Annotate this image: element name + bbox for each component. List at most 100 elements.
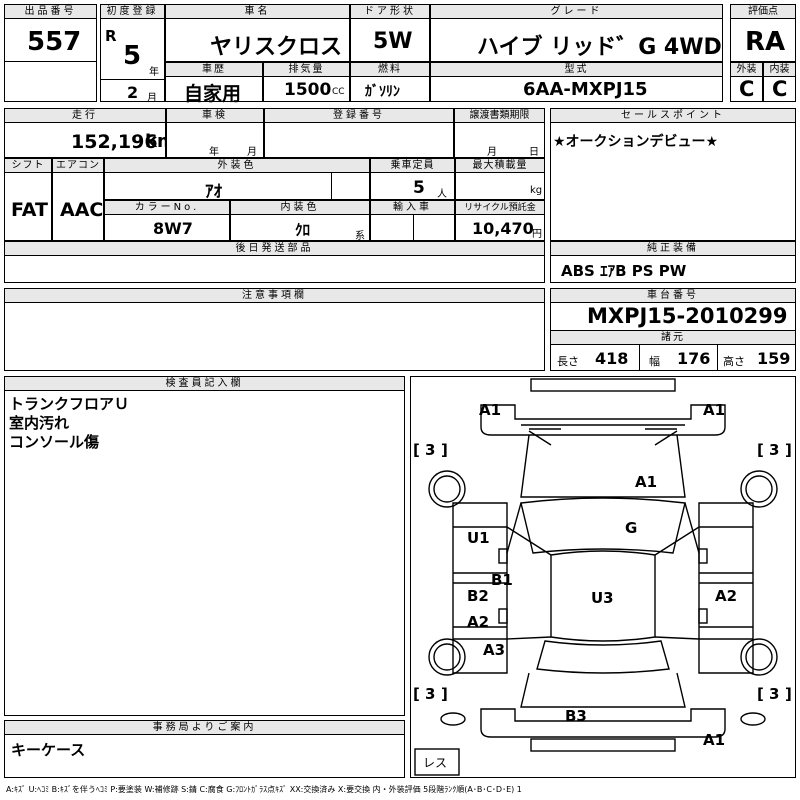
max-load-box: 最大積載量 kg — [455, 158, 545, 200]
mileage-box: 走行 152,196 km — [4, 108, 176, 158]
interior-color-unit: 系 — [355, 231, 365, 242]
grade-value: ハイブ リッド゛G 4WD — [477, 35, 722, 60]
genuine-equipment-label: 純正装備 — [551, 242, 795, 256]
aircon-box: エアコン AAC — [52, 158, 104, 241]
first-reg-month-unit: 月 — [147, 93, 157, 104]
later-parts-box: 後日発送部品 — [4, 241, 545, 283]
first-reg-year: 5 — [123, 41, 142, 71]
first-reg-month: 2 — [127, 83, 139, 102]
shift-value: FAT — [11, 199, 48, 221]
displacement-unit: CC — [332, 87, 345, 97]
car-diagram: A1 A1 A1 G U1 B1 B2 A2 A3 U3 A2 B3 A1 [ … — [413, 378, 792, 776]
damage-diagram-box: A1 A1 A1 G U1 B1 B2 A2 A3 U3 A2 B3 A1 [ … — [410, 376, 796, 778]
mark-front-right: A1 — [703, 401, 725, 419]
displacement-box: 1500 CC — [263, 76, 350, 102]
office-notice-label: 事務局よりご案内 — [5, 721, 404, 735]
lot-number-label: 出品番号 — [5, 5, 96, 19]
genuine-equipment-box: 純正装備 ABS ｴｱB PS PW — [550, 241, 796, 283]
model-value: 6AA-MXPJ15 — [523, 79, 648, 100]
tire-rr-value: 3 — [769, 685, 779, 703]
mark-hood: A1 — [635, 473, 657, 491]
grade-label: グレード — [431, 5, 722, 19]
mark-left-rear-door-1: B2 — [467, 587, 489, 605]
tire-bracket-rr-close: ] — [785, 685, 792, 703]
transfer-deadline-label: 譲渡書類期限 — [455, 109, 544, 123]
interior-color-label: 内装色 — [231, 201, 369, 215]
exterior-color-box: 外装色 ｱｵ — [104, 158, 370, 202]
spec-width-label: 幅 — [649, 355, 660, 368]
exterior-box: C — [730, 76, 763, 102]
tire-bracket-rl-open: [ — [413, 685, 420, 703]
tire-bracket-fr-close: ] — [785, 441, 792, 459]
mark-front-left: A1 — [479, 401, 501, 419]
spec-width-value: 176 — [677, 349, 711, 368]
office-notice-box: 事務局よりご案内 キーケース — [4, 720, 405, 778]
model-box: 6AA-MXPJ15 — [430, 76, 723, 102]
exterior-color-label: 外装色 — [105, 159, 369, 173]
first-reg-era: R — [105, 27, 117, 45]
later-parts-label: 後日発送部品 — [5, 242, 544, 256]
interior-color-box: 内装色 ｸﾛ 系 — [230, 200, 370, 242]
inspection-month-unit: 月 — [247, 147, 257, 158]
registration-number-box: 登録番号 — [264, 108, 454, 158]
tire-rl-value: 3 — [425, 685, 435, 703]
interior-label: 内装 — [763, 62, 796, 77]
spec-length-value: 418 — [595, 349, 629, 368]
exterior-label: 外装 — [730, 62, 763, 77]
mark-rear-bumper-upper: B3 — [565, 707, 587, 725]
chassis-number-value: MXPJ15-2010299 — [587, 304, 788, 328]
notes-box: 注意事項欄 — [4, 288, 545, 371]
shift-label: シフト — [5, 159, 51, 173]
capacity-label: 乗車定員 — [371, 159, 454, 173]
color-number-value: 8W7 — [153, 219, 193, 238]
mark-left-sill: B1 — [491, 571, 513, 589]
tire-bracket-fl-open: [ — [413, 441, 420, 459]
grade-box: グレード ハイブ リッド゛G 4WD — [430, 4, 723, 62]
lot-number-value: 557 — [27, 27, 82, 57]
inspection-label: 車検 — [167, 109, 263, 123]
spec-length-label: 長さ — [557, 355, 579, 368]
first-registration-box: 初度登録 R 5 年 2 月 — [100, 4, 165, 104]
recycle-value: 10,470 — [472, 219, 534, 238]
spec-height-value: 159 — [757, 349, 791, 368]
inspector-notes-box: 検査員記入欄 トランクフロアＵ 室内汚れ コンソール傷 — [4, 376, 405, 716]
inspector-line-2: 室内汚れ — [9, 414, 70, 432]
transfer-deadline-box: 譲渡書類期限 月 日 — [454, 108, 545, 158]
interior-box: C — [763, 76, 796, 102]
max-load-label: 最大積載量 — [456, 159, 544, 173]
fuel-label: 燃料 — [350, 62, 430, 77]
color-number-box: カラーNo. 8W7 — [104, 200, 230, 241]
chassis-number-label: 車台番号 — [551, 289, 795, 303]
tire-bracket-fl-close: ] — [441, 441, 448, 459]
history-box: 自家用 — [165, 76, 263, 105]
car-name-label: 車名 — [166, 5, 349, 19]
tire-fl-value: 3 — [425, 441, 435, 459]
history-value: 自家用 — [184, 83, 242, 105]
door-type-label: ドア形状 — [351, 5, 429, 19]
tire-bracket-fr-open: [ — [757, 441, 764, 459]
fuel-box: ｶﾞｿﾘﾝ — [350, 76, 430, 102]
car-name-value: ヤリスクロス — [210, 35, 343, 60]
aircon-value: AAC — [60, 199, 104, 221]
import-box: 輸入車 — [370, 200, 455, 241]
tire-fr-value: 3 — [769, 441, 779, 459]
interior-color-value: ｸﾛ — [295, 221, 311, 239]
registration-number-label: 登録番号 — [265, 109, 453, 123]
color-number-label: カラーNo. — [105, 201, 229, 215]
inspector-line-1: トランクフロアＵ — [9, 395, 130, 413]
car-name-box: 車名 ヤリスクロス — [165, 4, 350, 62]
score-value: RA — [745, 27, 786, 57]
tire-bracket-rr-open: [ — [757, 685, 764, 703]
chassis-number-box: 車台番号 MXPJ15-2010299 諸元 長さ 418 幅 176 高さ 1… — [550, 288, 796, 371]
mark-left-front-door: U1 — [467, 529, 490, 547]
recycle-unit: 円 — [532, 229, 542, 240]
spec-height-label: 高さ — [723, 355, 745, 368]
shift-box: シフト FAT — [4, 158, 52, 241]
interior-value: C — [772, 77, 788, 101]
mark-right-rear-door: A2 — [715, 587, 737, 605]
import-label: 輸入車 — [371, 201, 454, 215]
mileage-label: 走行 — [5, 109, 165, 123]
transfer-month-unit: 月 — [487, 147, 497, 158]
capacity-value: 5 — [413, 178, 425, 198]
genuine-equipment-value: ABS ｴｱB PS PW — [561, 262, 687, 280]
